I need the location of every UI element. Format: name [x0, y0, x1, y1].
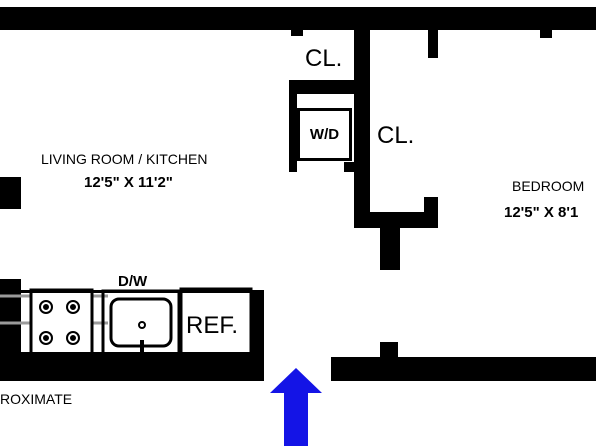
- walls: [0, 7, 596, 381]
- refrigerator-label: REF.: [186, 312, 239, 339]
- bedroom-label: BEDROOM: [512, 178, 585, 194]
- wall-lower-stub: [380, 228, 400, 270]
- arrow-up-icon: [270, 368, 322, 446]
- wall-center-vertical: [354, 28, 370, 228]
- bedroom-dims: 12'5" X 8'1: [504, 204, 579, 221]
- wall-notch-top-2: [428, 28, 438, 58]
- washer-dryer-label: W/D: [297, 108, 352, 161]
- wall-bottom-left: [0, 352, 264, 381]
- wall-bottom-right-notch: [380, 342, 398, 360]
- wall-kitchen-right: [251, 292, 264, 362]
- wall-bottom-right: [331, 357, 596, 381]
- closet-top-label: CL.: [305, 45, 343, 72]
- stove-burners-icon: [29, 288, 94, 356]
- closet-right-label: CL.: [377, 122, 415, 149]
- dishwasher-label: D/W: [118, 273, 148, 290]
- footer-text: ROXIMATE: [0, 391, 73, 407]
- wall-left-stub: [0, 177, 21, 209]
- living-room-dims: 12'5" X 11'2": [84, 174, 173, 191]
- wall-center-right-notch: [424, 197, 438, 215]
- wall-wd-bottom-left: [289, 162, 297, 172]
- living-room-label: LIVING ROOM / KITCHEN: [41, 151, 208, 167]
- wall-center-notch: [344, 162, 356, 172]
- wall-wd-left-stub: [289, 94, 297, 166]
- wall-closet-ledge: [289, 80, 359, 94]
- wall-notch-top-3: [540, 28, 552, 38]
- wall-top: [0, 7, 596, 30]
- sink-icon: [101, 289, 181, 356]
- wall-notch-top-1: [291, 28, 303, 36]
- refrigerator-outline: [179, 287, 253, 356]
- wall-center-bottom: [354, 212, 438, 228]
